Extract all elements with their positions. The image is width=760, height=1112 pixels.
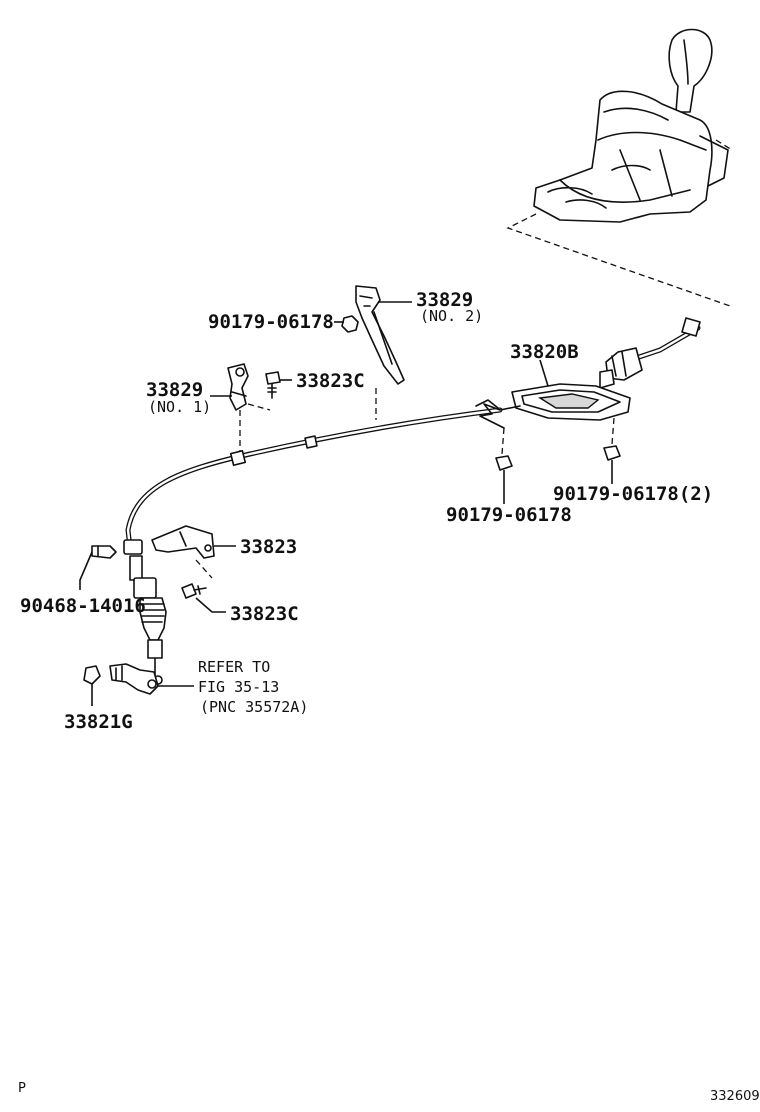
leader-90468 — [79, 551, 93, 590]
corner-mark-p: P — [18, 1081, 26, 1096]
label-33829-no2: 33829 — [416, 289, 473, 311]
refer-note-line2: FIG 35-13 — [198, 678, 279, 696]
shift-linkage-lever — [109, 663, 159, 695]
label-90468: 90468-14016 — [20, 595, 146, 617]
label-90179-top: 90179-06178 — [208, 311, 334, 333]
bolt-33823c-top — [265, 371, 281, 399]
label-33820b: 33820B — [510, 341, 579, 363]
label-90179-middle: 90179-06178 — [446, 504, 572, 526]
part-33829-no2-bracket — [355, 285, 405, 385]
nut-33821g — [83, 665, 101, 685]
nut-90179-middle — [495, 455, 513, 471]
label-90179-right: 90179-06178(2) — [553, 483, 713, 505]
refer-note-line3: (PNC 35572A) — [200, 698, 308, 716]
lever-link-dash-left — [506, 213, 731, 307]
label-33829-no1-sub: (NO. 1) — [148, 398, 211, 416]
control-cable — [123, 325, 701, 685]
nut-90179-top — [341, 315, 359, 333]
nut-right-dash — [611, 417, 615, 445]
leader-33820b — [539, 359, 549, 387]
lever-link-dash-right — [715, 139, 733, 151]
figure-number: 332609 — [710, 1089, 760, 1104]
part-33823-bracket — [151, 525, 215, 559]
label-33821g: 33821G — [64, 711, 133, 733]
clip-90468 — [91, 545, 117, 559]
cable-end-console — [599, 317, 701, 389]
bracket-33823-dash — [195, 559, 213, 579]
leader-33823c-bottom — [195, 597, 226, 613]
bolt-33823c-bottom — [181, 583, 207, 599]
part-33820b-plate — [475, 383, 631, 429]
label-33823c-top: 33823C — [296, 370, 365, 392]
label-33823c-bottom: 33823C — [230, 603, 299, 625]
nut-middle-dash — [501, 427, 505, 455]
label-33829-no1: 33829 — [146, 379, 203, 401]
clip-no1-dash-b — [247, 403, 271, 411]
refer-note-line1: REFER TO — [198, 658, 270, 676]
label-33823: 33823 — [240, 536, 297, 558]
nut-90179-right — [603, 445, 621, 461]
label-33829-no2-sub: (NO. 2) — [420, 307, 483, 325]
part-33829-no1-clip — [227, 363, 249, 411]
shift-lever-assembly — [533, 28, 729, 223]
